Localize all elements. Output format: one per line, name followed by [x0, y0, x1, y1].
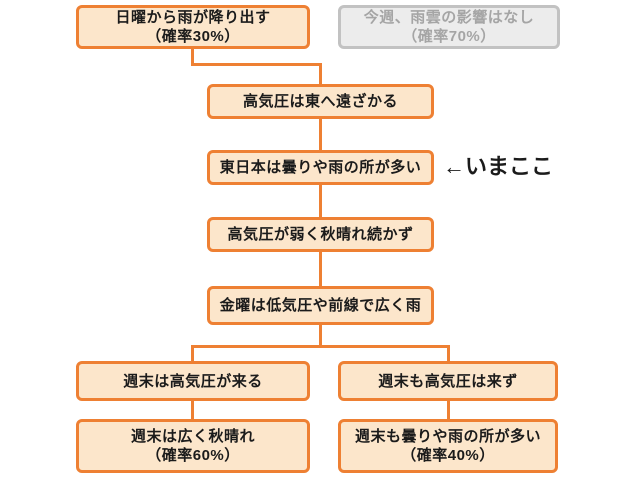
branch-high-pressure-absent-label: 週末も高気圧は来ず: [378, 372, 518, 390]
box-scenario-rain: 日曜から雨が降り出す （確率30%）: [76, 5, 310, 49]
step-east-japan-cloudy-label: 東日本は曇りや雨の所が多い: [219, 159, 422, 176]
box-scenario-no-rain-line2: （確率70%）: [402, 28, 496, 45]
box-step-weak-high-pressure: 高気圧が弱く秋晴れ続かず: [207, 217, 434, 252]
box-scenario-rain-line2: （確率30%）: [146, 28, 240, 45]
box-scenario-rain-line1: 日曜から雨が降り出す: [115, 9, 271, 26]
connector-top-vertical: [191, 48, 194, 66]
step-high-pressure-east-label: 高気圧は東へ遠ざかる: [242, 93, 398, 110]
connector-branch-horizontal: [191, 345, 450, 348]
box-branch-high-pressure-comes: 週末は高気圧が来る: [76, 361, 310, 401]
result-cloudy-line1: 週末も曇りや雨の所が多い: [354, 428, 541, 445]
box-step-east-japan-cloudy: 東日本は曇りや雨の所が多い: [207, 150, 434, 185]
result-sunny-line2: （確率60%）: [146, 447, 240, 464]
branch-high-pressure-comes-label: 週末は高気圧が来る: [123, 372, 263, 390]
now-here-annotation: ←いまここ: [443, 154, 554, 179]
box-result-sunny: 週末は広く秋晴れ （確率60%）: [76, 419, 310, 473]
box-scenario-no-rain: 今週、雨雲の影響はなし （確率70%）: [338, 5, 560, 49]
step-weak-high-pressure-label: 高気圧が弱く秋晴れ続かず: [227, 226, 414, 243]
box-step-high-pressure-east: 高気圧は東へ遠ざかる: [207, 84, 434, 119]
connector-step3-step4: [319, 251, 322, 287]
connector-top-elbow-vertical: [319, 63, 322, 85]
connector-step1-step2: [319, 118, 322, 151]
box-scenario-no-rain-line1: 今週、雨雲の影響はなし: [363, 9, 535, 26]
connector-step2-step3: [319, 184, 322, 218]
connector-branch-left-result: [191, 400, 194, 420]
box-branch-high-pressure-absent: 週末も高気圧は来ず: [338, 361, 558, 401]
box-result-cloudy: 週末も曇りや雨の所が多い （確率40%）: [338, 419, 558, 473]
result-cloudy-line2: （確率40%）: [401, 447, 495, 464]
box-step-friday-rain: 金曜は低気圧や前線で広く雨: [207, 286, 434, 325]
connector-top-elbow-horizontal: [191, 63, 322, 66]
connector-branch-left-drop: [191, 345, 194, 362]
connector-step4-branch: [319, 324, 322, 348]
result-sunny-line1: 週末は広く秋晴れ: [130, 428, 255, 445]
connector-branch-right-drop: [447, 345, 450, 362]
connector-branch-right-result: [447, 400, 450, 420]
step-friday-rain-label: 金曜は低気圧や前線で広く雨: [219, 297, 422, 314]
